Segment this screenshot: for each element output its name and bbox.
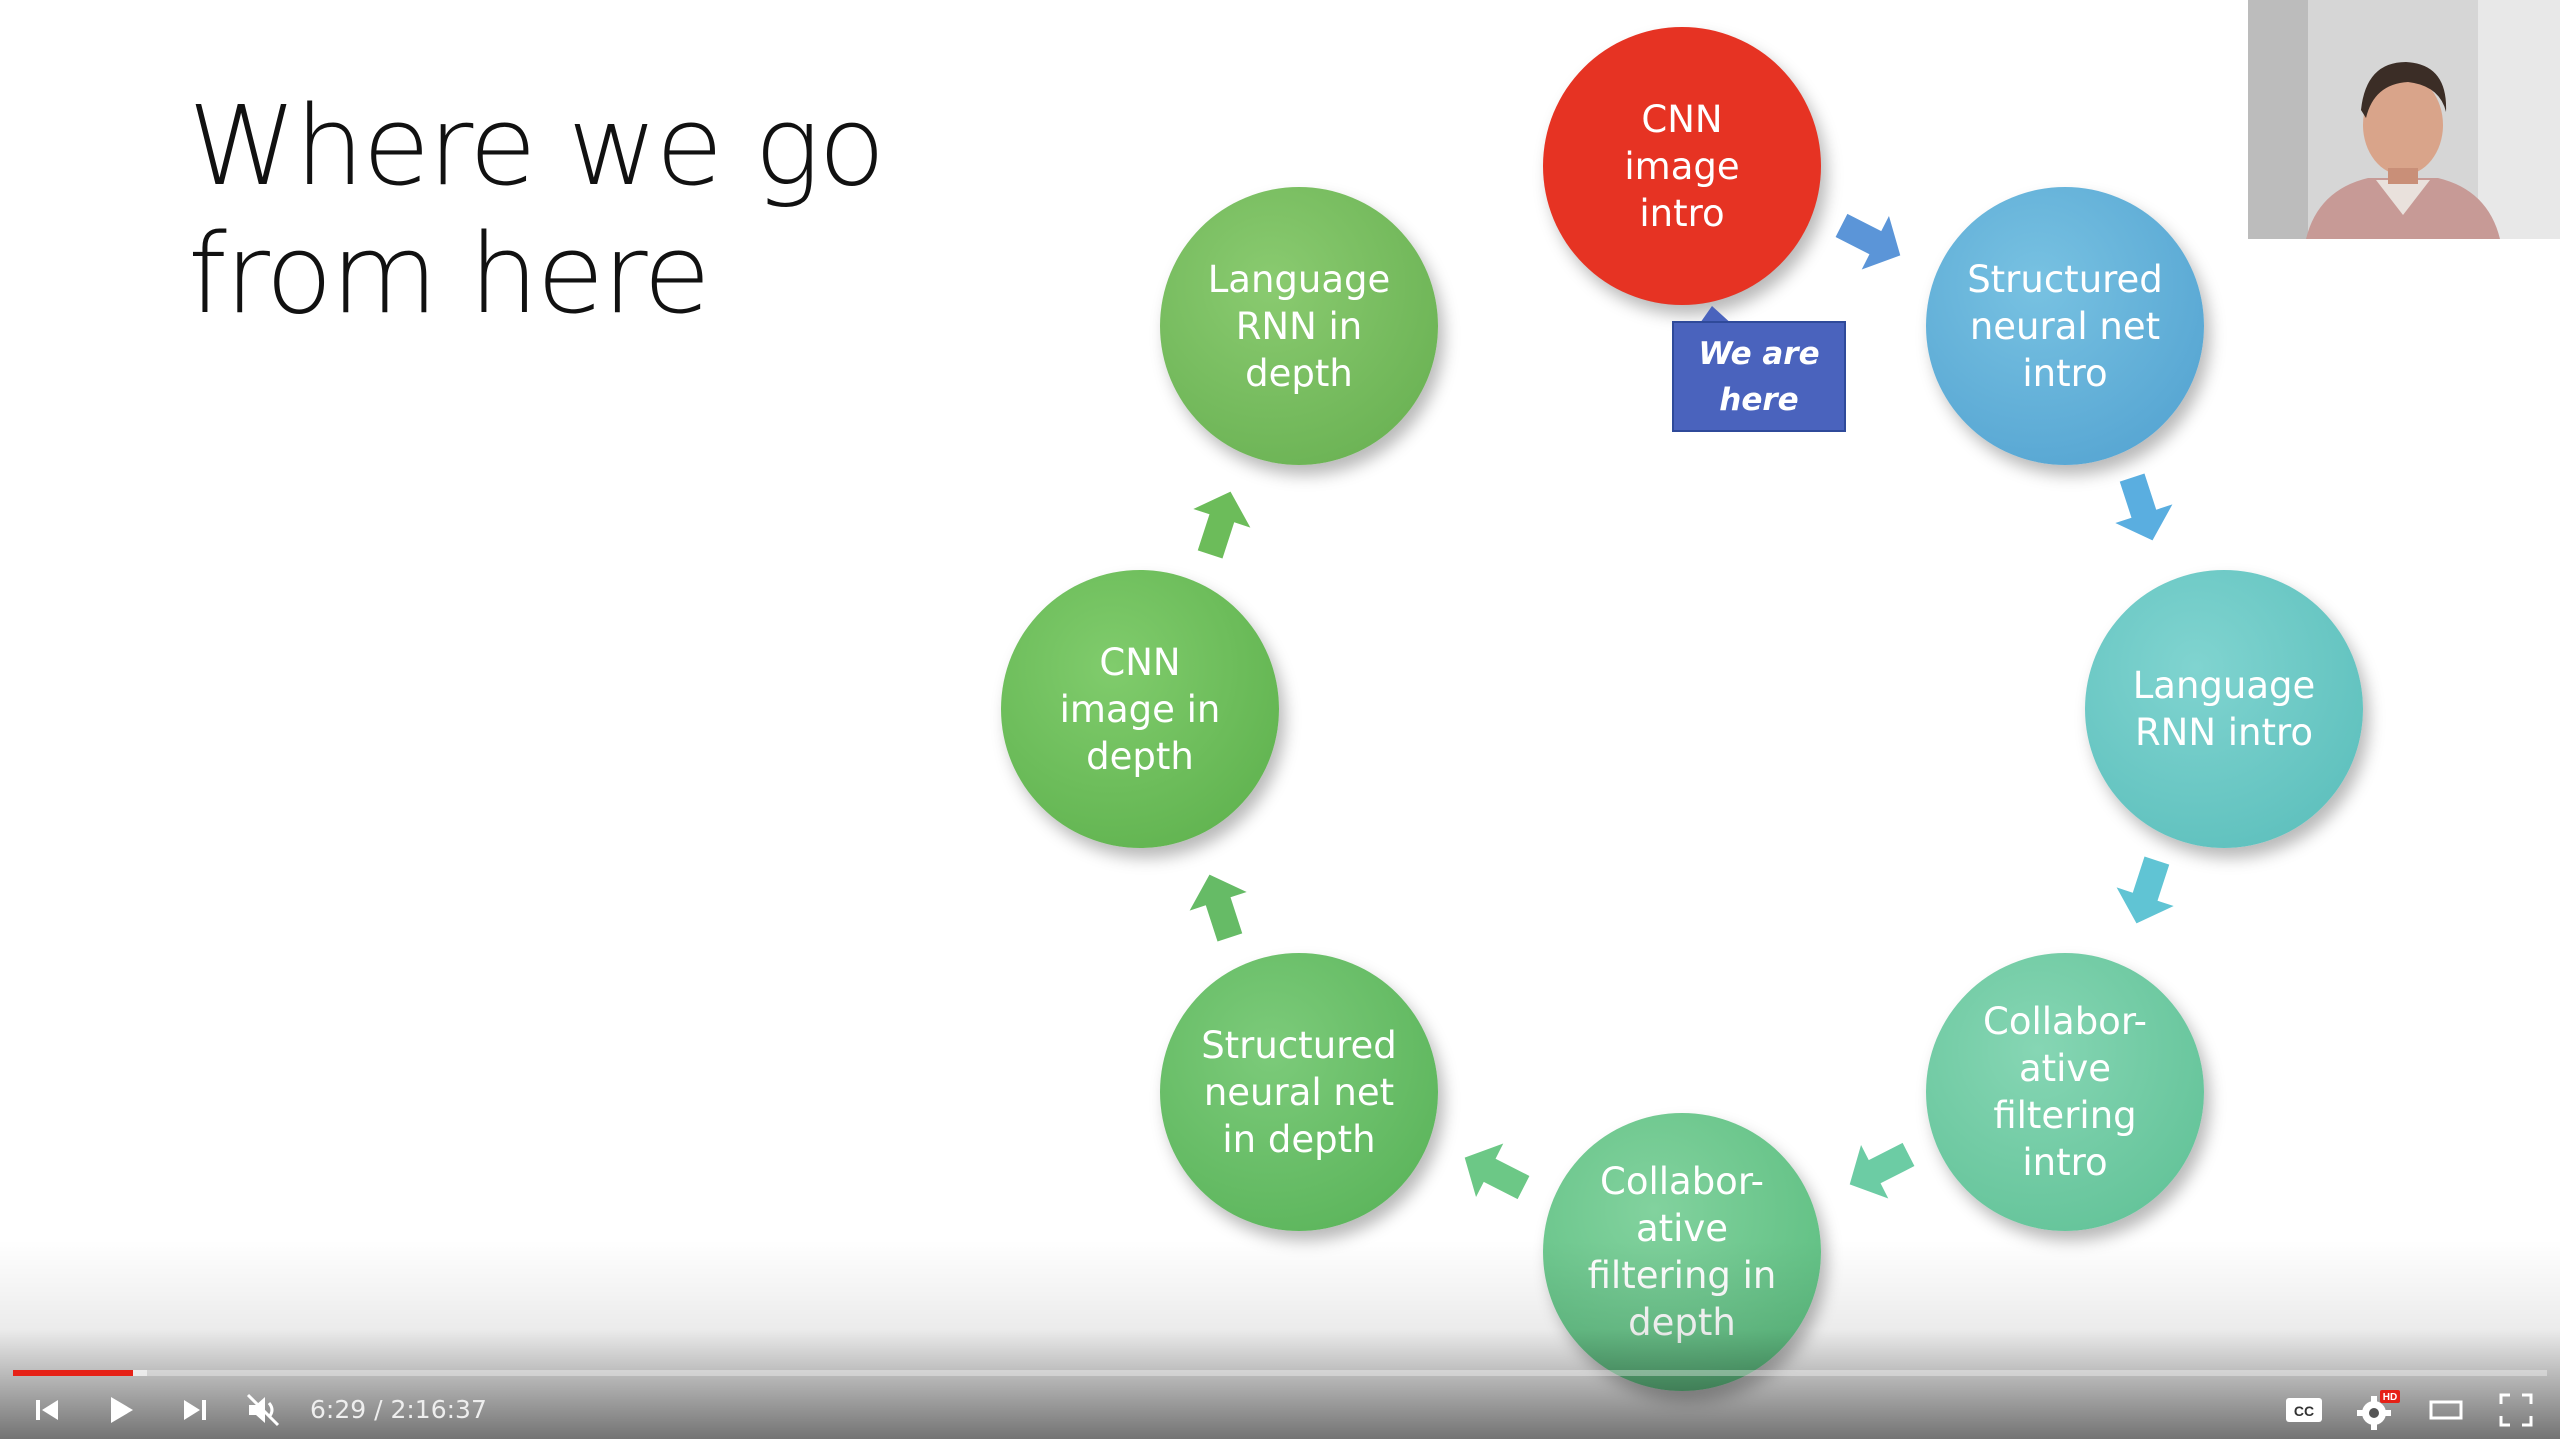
captions-label: CC	[2294, 1403, 2314, 1419]
settings-icon: HD	[2357, 1390, 2400, 1430]
cycle-arrow-icon	[2116, 856, 2174, 924]
play-button[interactable]	[96, 1385, 146, 1435]
node-structured-neural-net-in-depth: Structured neural net in depth	[1160, 953, 1438, 1231]
previous-icon	[36, 1400, 58, 1420]
we-are-here-callout: We are here	[1672, 321, 1846, 432]
player-controls-gradient	[0, 1240, 2560, 1439]
node-label: CNN image intro	[1624, 97, 1740, 235]
node-language-rnn-intro: Language RNN intro	[2085, 570, 2363, 848]
node-cnn-image-intro: CNN image intro	[1543, 27, 1821, 305]
node-collaborative-filtering-intro: Collabor- ative filtering intro	[1926, 953, 2204, 1231]
settings-button[interactable]: HD	[2350, 1385, 2406, 1435]
node-label: Language RNN in depth	[1207, 257, 1391, 395]
node-label: Structured neural net in depth	[1201, 1023, 1397, 1161]
cycle-arrow-icon	[1464, 1143, 1530, 1200]
theater-mode-button[interactable]	[2420, 1385, 2472, 1435]
mute-icon	[246, 1393, 280, 1427]
node-label: CNN image in depth	[1059, 640, 1221, 778]
progress-played	[13, 1370, 134, 1376]
node-label: Structured neural net intro	[1967, 257, 2163, 395]
previous-button[interactable]	[22, 1385, 72, 1435]
captions-button[interactable]: CC	[2278, 1385, 2330, 1435]
play-icon	[111, 1397, 133, 1423]
mute-button[interactable]	[238, 1385, 290, 1435]
time-display: 6:29 / 2:16:37	[310, 1392, 487, 1428]
duration: 2:16:37	[390, 1395, 487, 1424]
theater-icon	[2429, 1400, 2463, 1420]
hd-badge: HD	[2383, 1392, 2397, 1403]
webcam-overlay	[2248, 0, 2560, 239]
cycle-arrow-icon	[1193, 491, 1251, 559]
captions-icon: CC	[2286, 1398, 2322, 1422]
cycle-arrow-icon	[1849, 1142, 1915, 1199]
progress-bar[interactable]	[13, 1370, 2547, 1376]
node-label: Collabor- ative filtering intro	[1982, 1000, 2148, 1184]
fullscreen-icon	[2499, 1393, 2533, 1427]
next-button[interactable]	[170, 1385, 220, 1435]
node-structured-neural-net-intro: Structured neural net intro	[1926, 187, 2204, 465]
cycle-arrow-icon	[1835, 213, 1901, 270]
node-language-rnn-in-depth: Language RNN in depth	[1160, 187, 1438, 465]
next-icon	[184, 1400, 206, 1420]
node-cnn-image-in-depth: CNN image in depth	[1001, 570, 1279, 848]
current-time: 6:29	[310, 1395, 367, 1424]
cycle-arrow-icon	[2115, 473, 2173, 541]
presenter-image	[2248, 0, 2560, 239]
fullscreen-button[interactable]	[2490, 1385, 2542, 1435]
slide-title: Where we go from here	[188, 82, 886, 338]
node-label: Language RNN intro	[2132, 664, 2316, 754]
cycle-arrow-icon	[1189, 874, 1247, 942]
time-separator: /	[366, 1395, 391, 1424]
